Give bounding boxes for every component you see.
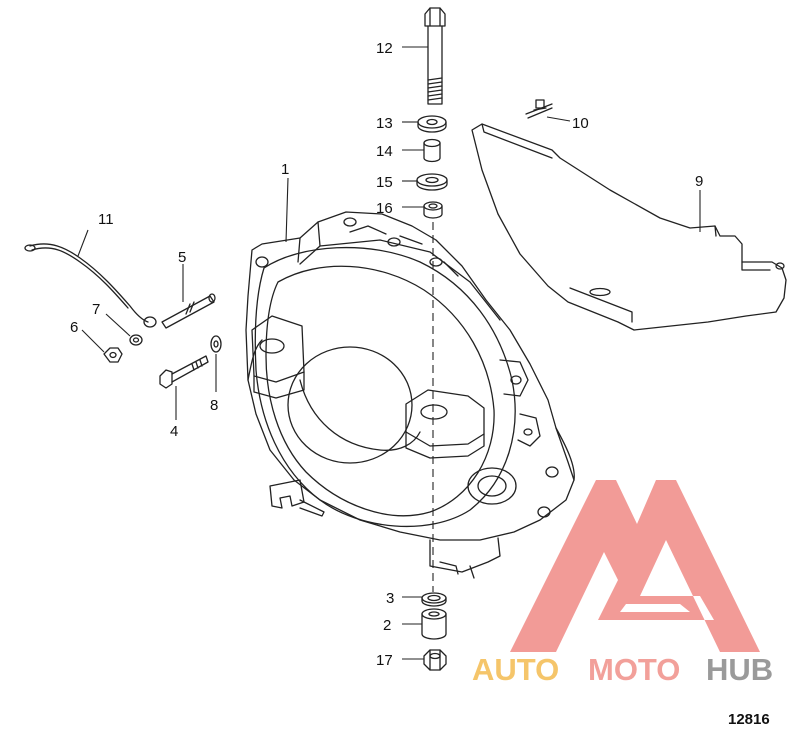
callout-3: 3 [386, 590, 394, 607]
callout-12: 12 [376, 40, 393, 57]
callout-13: 13 [376, 115, 393, 132]
part-1-flywheel-housing [245, 211, 575, 579]
part-13-washer [417, 115, 447, 133]
part-17-nut [423, 649, 447, 671]
part-8-flat-washer [210, 335, 222, 353]
callout-4: 4 [170, 423, 178, 440]
part-7-lock-washer [129, 334, 143, 346]
part-3-washer [421, 592, 447, 607]
callout-10: 10 [572, 115, 589, 132]
part-5-stud [161, 293, 216, 329]
watermark-hub: HUB [706, 652, 773, 687]
part-4-bolt [159, 355, 209, 389]
callout-6: 6 [70, 319, 78, 336]
drawing-number: 12816 [728, 711, 770, 728]
watermark-text: AUTO MOTO HUB [472, 652, 773, 687]
callout-1: 1 [281, 161, 289, 178]
part-16-bushing [423, 201, 443, 219]
callout-14: 14 [376, 143, 393, 160]
part-15-washer [416, 173, 448, 191]
callout-11: 11 [98, 211, 114, 228]
callout-16: 16 [376, 200, 393, 217]
callout-8: 8 [210, 397, 218, 414]
callout-7: 7 [92, 301, 100, 318]
callout-5: 5 [178, 249, 186, 266]
part-12-long-bolt [424, 7, 446, 105]
part-9-cover-plate [471, 123, 787, 331]
part-10-bolt [525, 99, 553, 119]
part-2-mount-bushing [421, 608, 447, 640]
part-14-spacer [423, 138, 441, 163]
callout-2: 2 [383, 617, 391, 634]
callout-15: 15 [376, 174, 393, 191]
part-11-ground-cable [24, 243, 157, 328]
watermark-moto: MOTO [588, 652, 680, 687]
watermark-auto: AUTO [472, 652, 559, 687]
logo-triangle-mark [510, 480, 760, 652]
leader-lines [77, 46, 701, 660]
watermark-logo [510, 480, 760, 652]
callout-9: 9 [695, 173, 703, 190]
callout-labels: 1 2 3 4 5 6 7 8 9 10 11 12 13 14 15 16 1… [70, 40, 703, 669]
callout-17: 17 [376, 652, 393, 669]
part-6-nut [103, 347, 123, 363]
